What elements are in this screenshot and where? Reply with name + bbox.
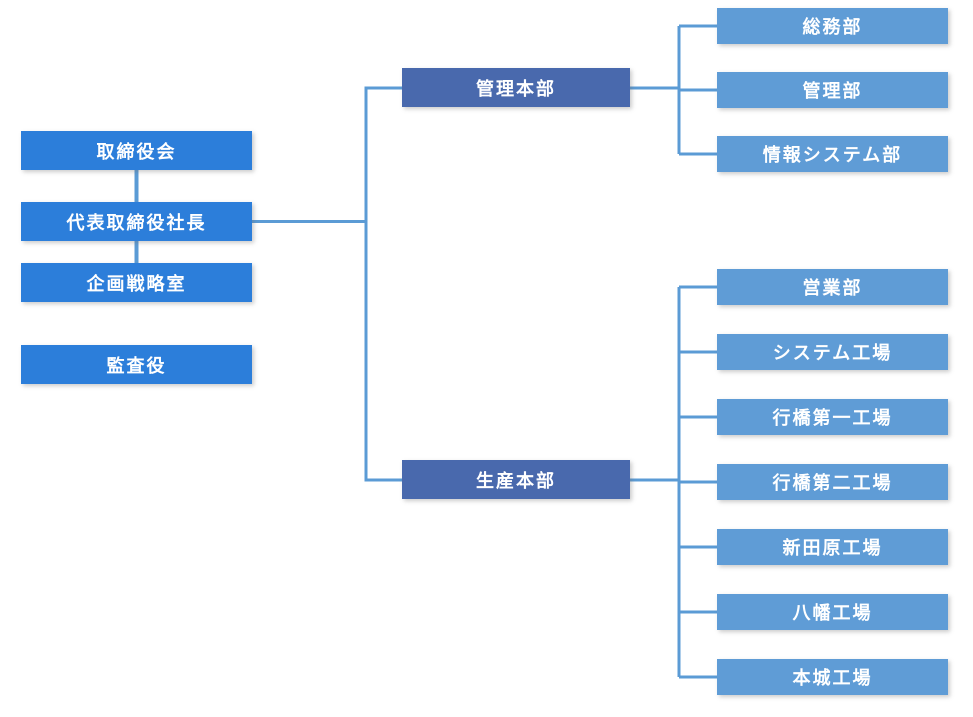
connector-production-stubs <box>679 285 717 679</box>
node-label: 管理本部 <box>476 78 556 99</box>
connector-admin-stubs <box>679 24 717 156</box>
node-factory-honjo: 本城工場 <box>717 659 948 695</box>
node-dept-administration: 管理部 <box>717 72 948 108</box>
node-dept-general-affairs: 総務部 <box>717 8 948 44</box>
node-label: 行橋第一工場 <box>772 408 893 428</box>
node-label: 八幡工場 <box>792 603 873 623</box>
connector-trunk <box>364 86 402 482</box>
node-admin-division: 管理本部 <box>402 68 630 107</box>
node-label: 生産本部 <box>476 470 556 491</box>
node-factory-system: システム工場 <box>717 334 948 370</box>
node-label: 情報システム部 <box>762 145 903 165</box>
node-factory-nyutabaru: 新田原工場 <box>717 529 948 565</box>
node-label: 営業部 <box>802 278 863 298</box>
node-label: 新田原工場 <box>782 538 883 558</box>
node-factory-yahata: 八幡工場 <box>717 594 948 630</box>
node-factory-yukuhashi-2: 行橋第二工場 <box>717 464 948 500</box>
node-label: 企画戦略室 <box>86 273 187 294</box>
node-production-division: 生産本部 <box>402 460 630 499</box>
node-label: システム工場 <box>772 343 893 363</box>
node-label: 総務部 <box>802 17 863 37</box>
node-president: 代表取締役社長 <box>21 202 252 241</box>
node-planning-strategy-office: 企画戦略室 <box>21 263 252 302</box>
node-dept-info-systems: 情報システム部 <box>717 136 948 172</box>
node-label: 監査役 <box>106 355 167 376</box>
node-dept-sales: 営業部 <box>717 269 948 305</box>
node-board-of-directors: 取締役会 <box>21 131 252 170</box>
node-label: 行橋第二工場 <box>772 473 893 493</box>
node-label: 代表取締役社長 <box>66 212 207 233</box>
node-auditor: 監査役 <box>21 345 252 384</box>
node-label: 本城工場 <box>792 668 873 688</box>
node-factory-yukuhashi-1: 行橋第一工場 <box>717 399 948 435</box>
node-label: 取締役会 <box>96 141 177 162</box>
node-label: 管理部 <box>802 81 863 101</box>
